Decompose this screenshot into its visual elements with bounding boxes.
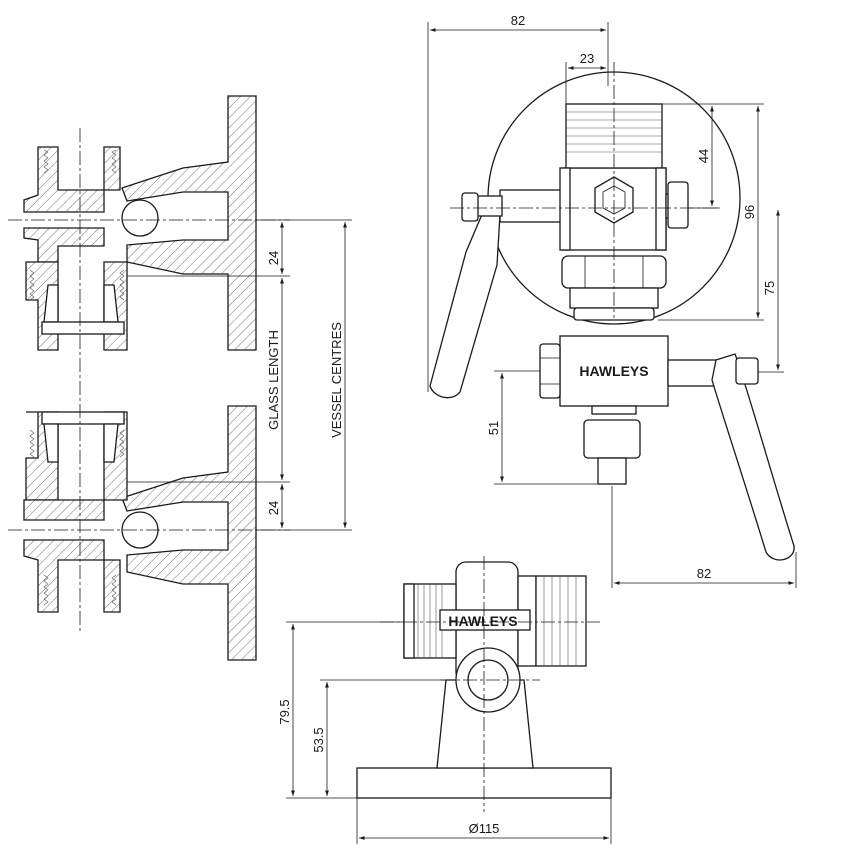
upper-lever-handle (429, 204, 501, 399)
lower-flange (121, 405, 257, 661)
front-view: HAWLEYS (429, 71, 795, 561)
lower-cap-right (103, 559, 121, 613)
upper-cap-right (103, 146, 121, 191)
upper-stem-collar (476, 195, 503, 217)
dim-top-82: 82 (511, 13, 525, 28)
brand-front: HAWLEYS (579, 363, 648, 379)
upper-stem (499, 189, 563, 223)
section-view-lower (23, 405, 257, 661)
body-left-flat (559, 167, 571, 251)
upper-ball (121, 199, 159, 237)
bottom-view: HAWLEYS (356, 556, 612, 812)
dim-96: 96 (742, 205, 757, 219)
lower-right-nut (735, 357, 759, 385)
dim-24-upper: 24 (266, 251, 281, 265)
upper-right-nut (667, 181, 689, 229)
section-view-upper (23, 95, 257, 351)
dim-base-diameter: Ø115 (469, 821, 500, 836)
lower-seal-right (103, 423, 119, 463)
lower-body-left-2 (23, 539, 105, 613)
union-washer (573, 307, 655, 321)
lower-seal-left (43, 423, 59, 463)
dim-44: 44 (696, 149, 711, 163)
upper-body-left-2 (23, 227, 105, 263)
upper-stem-nut (461, 192, 479, 222)
bottom-right-thread (535, 575, 587, 667)
body-right-flat (655, 167, 667, 251)
brand-plate (439, 609, 531, 631)
bottom-left-thread-end (403, 583, 415, 659)
upper-flange (121, 95, 257, 351)
lower-left-nut (539, 343, 561, 399)
brand-bottom: HAWLEYS (448, 613, 517, 629)
dim-24-lower: 24 (266, 501, 281, 515)
front-dimensions: 82 23 44 96 75 51 82 (427, 13, 797, 588)
bottom-dimensions: 79.5 53.5 Ø115 (277, 621, 612, 844)
upper-body-left (23, 146, 105, 213)
dim-75: 75 (762, 281, 777, 295)
section-dimensions: 24 24 GLASS LENGTH VESSEL CENTRES (256, 219, 352, 531)
dim-53-5: 53.5 (311, 727, 326, 752)
dim-79-5: 79.5 (277, 699, 292, 724)
valve-body-lower (559, 335, 669, 407)
dim-right-82: 82 (697, 566, 711, 581)
vessel-centres-label: VESSEL CENTRES (329, 322, 344, 438)
section-centre-lines (8, 128, 290, 632)
drain-neck (591, 405, 637, 415)
drain-nut (583, 419, 641, 459)
lower-lever-handle (711, 353, 795, 561)
glass-length-label: GLASS LENGTH (266, 330, 281, 430)
dim-port-23: 23 (580, 51, 594, 66)
drain-plug (597, 457, 627, 485)
lower-glass-nut (41, 411, 125, 425)
lower-stem (667, 359, 719, 387)
lower-body-left (23, 499, 105, 521)
dim-51: 51 (486, 421, 501, 435)
upper-glass-nut (41, 321, 125, 335)
